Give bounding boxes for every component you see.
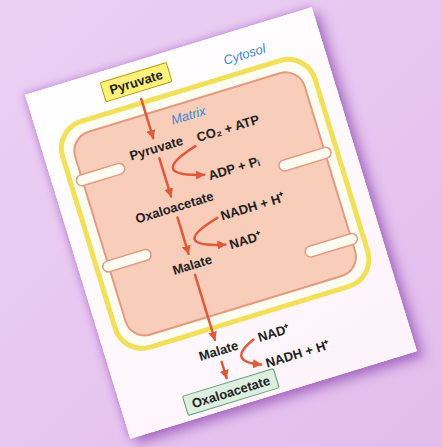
reaction-arrow: [159, 158, 171, 196]
crista: [278, 146, 333, 172]
metabolite-box: Oxaloacetate: [181, 368, 280, 416]
cofactor-label: NAD⁺: [256, 321, 291, 345]
reaction-arrow: [177, 217, 188, 253]
node-text: Pyruvate: [108, 67, 165, 97]
slide-card: PyruvateOxaloacetateCytosolMatrixPyruvat…: [25, 7, 417, 439]
cofactor-arrow: [191, 218, 226, 253]
node-text: Oxaloacetate: [190, 373, 272, 411]
outer-membrane: [54, 52, 375, 355]
reaction-arrow: [222, 362, 227, 378]
transport-arrow: [141, 99, 153, 138]
compartment-label: Cytosol: [221, 41, 267, 68]
inner-membrane: [69, 67, 360, 340]
transport-arrow: [195, 275, 215, 340]
cofactor-arrow: [238, 340, 261, 370]
crista: [101, 248, 152, 273]
crista: [304, 232, 359, 258]
crista: [75, 162, 126, 187]
cofactor-label: NADH + H⁺: [264, 337, 331, 371]
mitochondrion-illustration: [25, 7, 417, 439]
metabolite-label: Malate: [197, 338, 240, 364]
cofactor-arrow: [169, 146, 205, 183]
